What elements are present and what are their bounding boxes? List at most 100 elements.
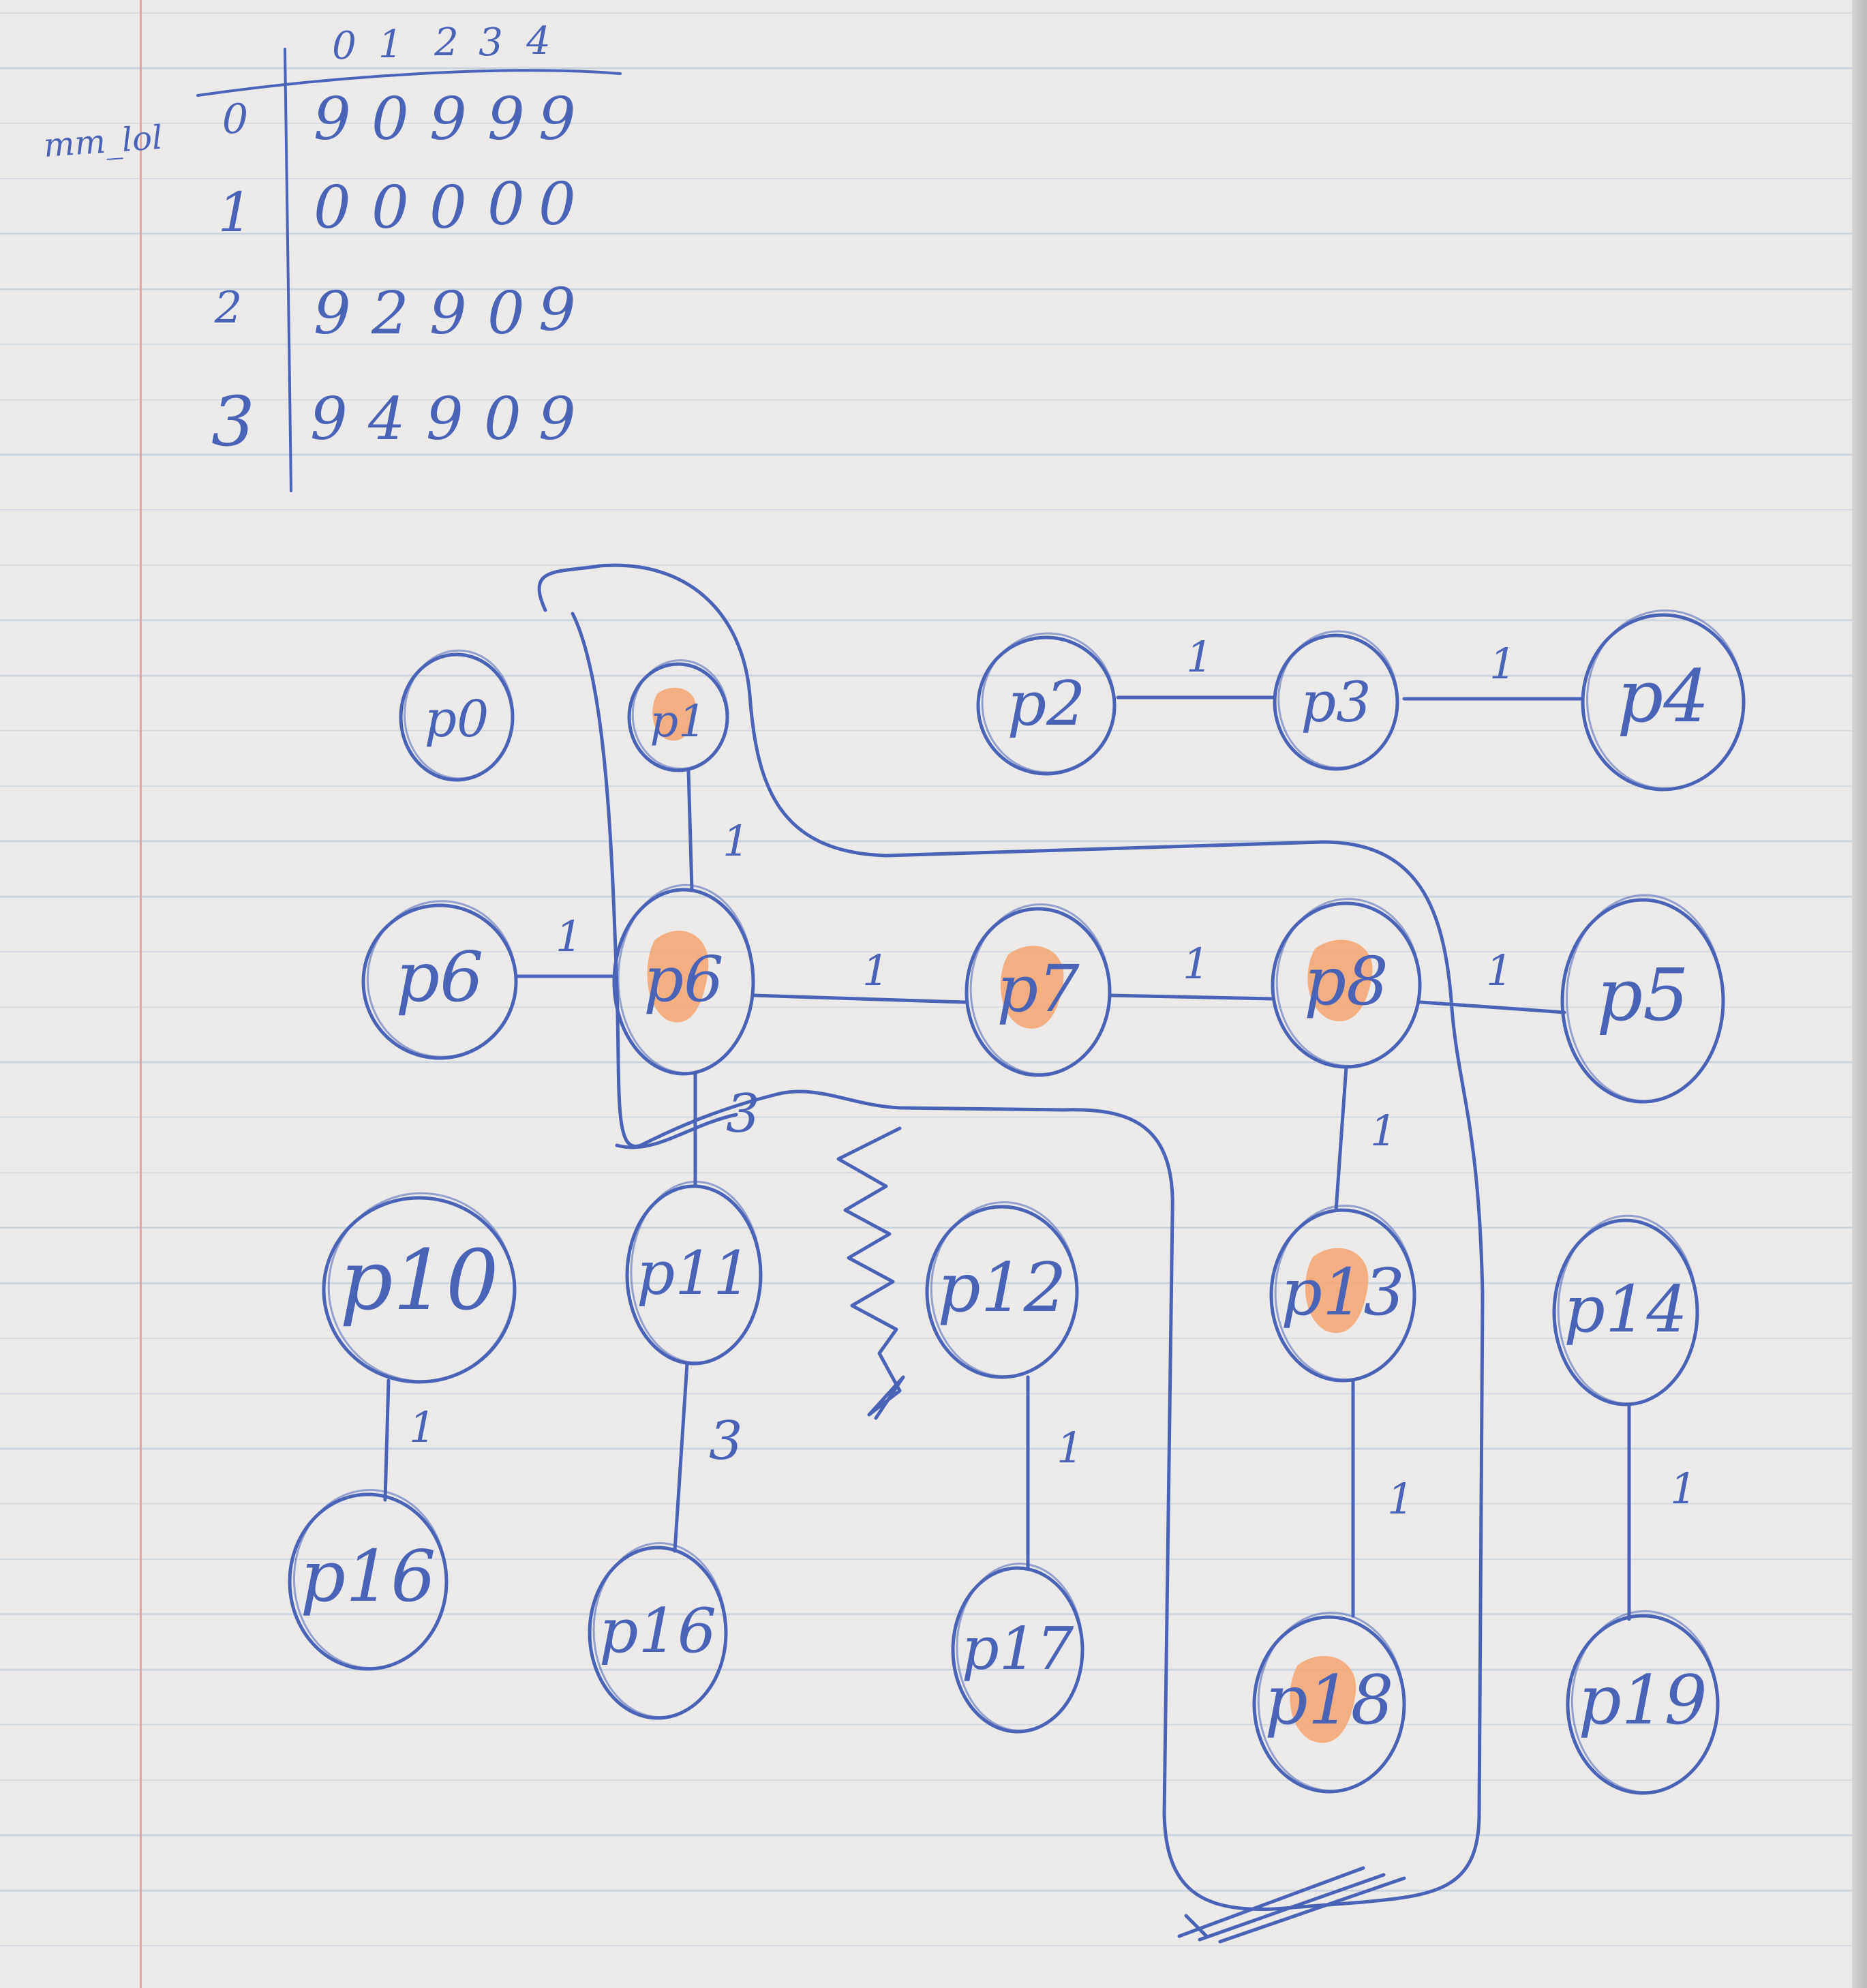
graph-node-p3: p3: [1273, 630, 1399, 771]
node-highlight: [652, 687, 696, 741]
node-circle-sketch: [327, 1192, 515, 1383]
matrix-cell: 0: [538, 170, 576, 239]
node-label: p3: [1301, 671, 1371, 735]
graph-node-p13: p13: [1269, 1205, 1416, 1383]
edge-weight-label: 1: [1387, 1474, 1414, 1524]
edge-weight-label: 1: [1670, 1464, 1697, 1513]
graph-edge-p1-p6: [686, 768, 694, 892]
matrix-cell: 0: [371, 174, 409, 242]
matrix-column-header: 1: [378, 22, 403, 67]
matrix-row-header: 3: [211, 382, 255, 462]
page-binding-edge: [1852, 0, 1867, 1988]
graph-node-p5: p5: [1560, 894, 1725, 1104]
matrix-cell: 9: [429, 85, 467, 153]
graph-node-p16: p16: [588, 1542, 728, 1720]
matrix-cell: 9: [538, 276, 576, 344]
node-label: p8: [1304, 943, 1388, 1020]
node-circle-sketch: [981, 632, 1116, 774]
node-circle-sketch: [956, 1563, 1084, 1732]
matrix-cell: 0: [429, 174, 467, 242]
graph-node-p18: p18: [1252, 1611, 1406, 1794]
node-circle-sketch: [1557, 1214, 1699, 1405]
node-label: p13: [1281, 1255, 1405, 1330]
graph-node-p12: p12: [925, 1201, 1079, 1379]
matrix-cell: 4: [368, 385, 406, 453]
matrix-cell: 0: [371, 85, 409, 153]
node-label: p0: [425, 690, 489, 749]
edge-weight-label: 3: [709, 1411, 743, 1472]
graph-node-p17: p17: [951, 1563, 1084, 1734]
graph-node-p1: p1: [627, 659, 729, 772]
matrix-cell: 2: [371, 280, 409, 348]
node-label: p4: [1617, 654, 1709, 738]
node-highlight: [1290, 1656, 1356, 1743]
edge-weight-label: 1: [723, 816, 749, 866]
graph-edge-p11-p16: [673, 1361, 689, 1553]
node-circle-sketch: [969, 903, 1111, 1075]
node-circle-sketch: [1566, 894, 1724, 1102]
node-circle-sketch: [617, 884, 755, 1074]
matrix-cell: 9: [538, 85, 576, 153]
edge-weight-label: 1: [1057, 1423, 1083, 1473]
node-circle-sketch: [631, 659, 729, 770]
edge-weight-label: 3: [726, 1083, 760, 1145]
node-label: p16: [599, 1595, 716, 1667]
node-label: p2: [1007, 668, 1086, 740]
node-label: p16: [301, 1535, 436, 1618]
edge-weight-label: 1: [1489, 639, 1516, 689]
graph-node-p10: p10: [322, 1192, 517, 1384]
node-label: p7: [997, 952, 1080, 1027]
matrix-cell: 9: [314, 85, 351, 153]
graph-edge-p7-p8: [1108, 993, 1273, 1001]
edge-weight-label: 1: [1183, 939, 1209, 989]
enclosing-loop: [537, 563, 1485, 1911]
graph-node-p2: p2: [976, 632, 1117, 776]
edge-weight-label: 1: [409, 1402, 436, 1452]
edge-weight-label: 1: [862, 946, 889, 995]
annotation-layer: [537, 563, 1485, 1944]
matrix-row-header: 0: [222, 95, 249, 143]
node-highlight: [1307, 939, 1373, 1021]
node-label: p12: [937, 1249, 1066, 1327]
node-circle-sketch: [1274, 1205, 1416, 1381]
node-circle-sketch: [630, 1180, 762, 1364]
node-circle-sketch: [1257, 1611, 1406, 1792]
matrix-column-header: 4: [526, 19, 551, 63]
matrix-row-header: 1: [217, 181, 253, 244]
node-label: p14: [1564, 1272, 1688, 1347]
matrix-row-header: 2: [214, 283, 243, 333]
graph-node-p14: p14: [1552, 1214, 1699, 1406]
node-label: p19: [1578, 1661, 1707, 1740]
margin-line: [140, 0, 142, 1988]
node-circle-sketch: [1586, 609, 1744, 790]
edge-weight-label: 1: [1370, 1106, 1397, 1156]
graph-node-p11: p11: [625, 1180, 763, 1366]
graph-edge-p8-p5: [1419, 1000, 1566, 1014]
matrix-cell: 0: [487, 280, 525, 348]
edge-weight-label: 1: [556, 912, 582, 961]
node-label: p1: [650, 696, 707, 747]
matrix-cell: 0: [314, 174, 351, 242]
loop-connector: [615, 1113, 738, 1149]
node-highlight: [647, 931, 709, 1023]
matrix-cell: 0: [484, 385, 521, 453]
node-circle-sketch: [1570, 1610, 1719, 1794]
graph-edge-p6-p7: [751, 993, 967, 1004]
graph-node-p0: p0: [399, 649, 515, 782]
matrix-column-header: 3: [479, 20, 503, 65]
node-label: p10: [339, 1232, 498, 1329]
matrix-cell: 0: [487, 170, 525, 239]
matrix-column-header: 2: [434, 20, 459, 65]
graph-edge-p10-p15: [383, 1379, 391, 1502]
node-circle-sketch: [592, 1542, 727, 1718]
node-circle-sketch: [1275, 898, 1421, 1067]
graph-node-p8: p8: [1271, 898, 1422, 1069]
graph-node-p6: p6: [612, 884, 755, 1076]
node-circle-sketch: [292, 1488, 448, 1670]
cut-zigzag: [836, 1126, 905, 1420]
graph-edge-p8-p13: [1334, 1065, 1348, 1212]
